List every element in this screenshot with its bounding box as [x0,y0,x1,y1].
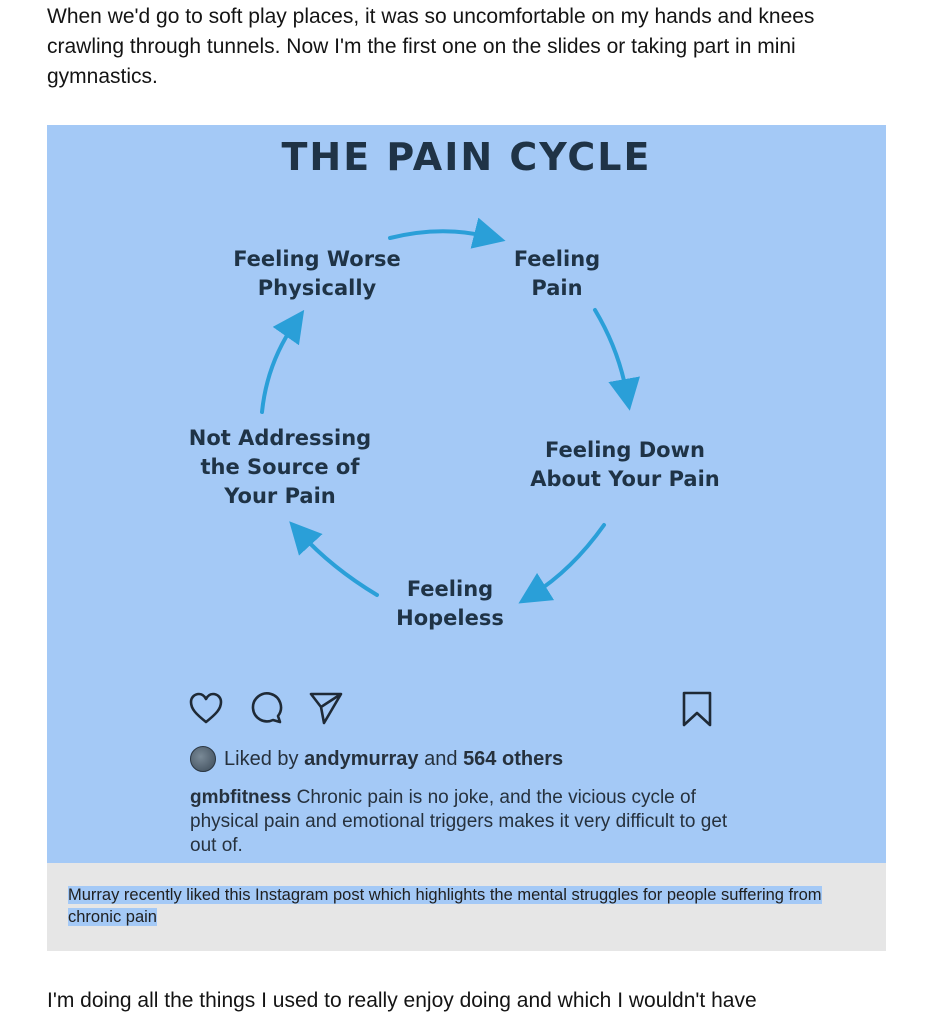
pain-cycle-image[interactable]: THE PAIN CYCLE Feeling Worse Physically … [47,125,886,863]
cycle-title: THE PAIN CYCLE [281,135,652,179]
post-username-link[interactable]: gmbfitness [190,787,292,808]
node-feeling-hopeless: Feeling Hopeless [396,577,504,630]
article-paragraph-top: When we'd go to soft play places, it was… [47,5,815,88]
instagram-post-caption: gmbfitness Chronic pain is no joke, and … [190,786,750,858]
arrow-notaddressing-to-worse [260,309,305,414]
liked-prefix: Liked by [224,747,299,770]
share-icon[interactable] [308,690,344,726]
bookmark-icon[interactable] [680,690,714,728]
liked-count-link[interactable]: 564 others [463,747,564,770]
article-figure: THE PAIN CYCLE Feeling Worse Physically … [47,125,886,951]
comment-icon[interactable] [248,690,284,726]
node-feeling-pain: Feeling Pain [513,247,601,300]
cycle-arrows [260,217,640,604]
node-feeling-worse: Feeling Worse Physically [233,247,401,300]
figure-caption: Murray recently liked this Instagram pos… [68,884,858,928]
arrow-pain-to-down [593,308,640,411]
liked-user-link[interactable]: andymurray [304,747,419,770]
liked-by-line: Liked by andymurray and 564 others [190,746,563,772]
node-not-addressing: Not Addressing the Source of Your Pain [188,426,372,508]
post-text: Chronic pain is no joke, and the vicious… [190,787,728,856]
figure-caption-text: Murray recently liked this Instagram pos… [68,886,822,926]
heart-icon[interactable] [188,691,224,725]
node-feeling-down: Feeling Down About Your Pain [530,438,720,491]
article-paragraph-bottom: I'm doing all the things I used to reall… [47,989,757,1012]
figure-caption-bar: Murray recently liked this Instagram pos… [47,863,886,951]
arrow-worse-to-pain [388,217,506,249]
avatar[interactable] [190,746,216,772]
arrow-hopeless-to-notaddressing [289,521,379,597]
liked-and: and [424,747,458,770]
arrow-down-to-hopeless [518,523,606,604]
